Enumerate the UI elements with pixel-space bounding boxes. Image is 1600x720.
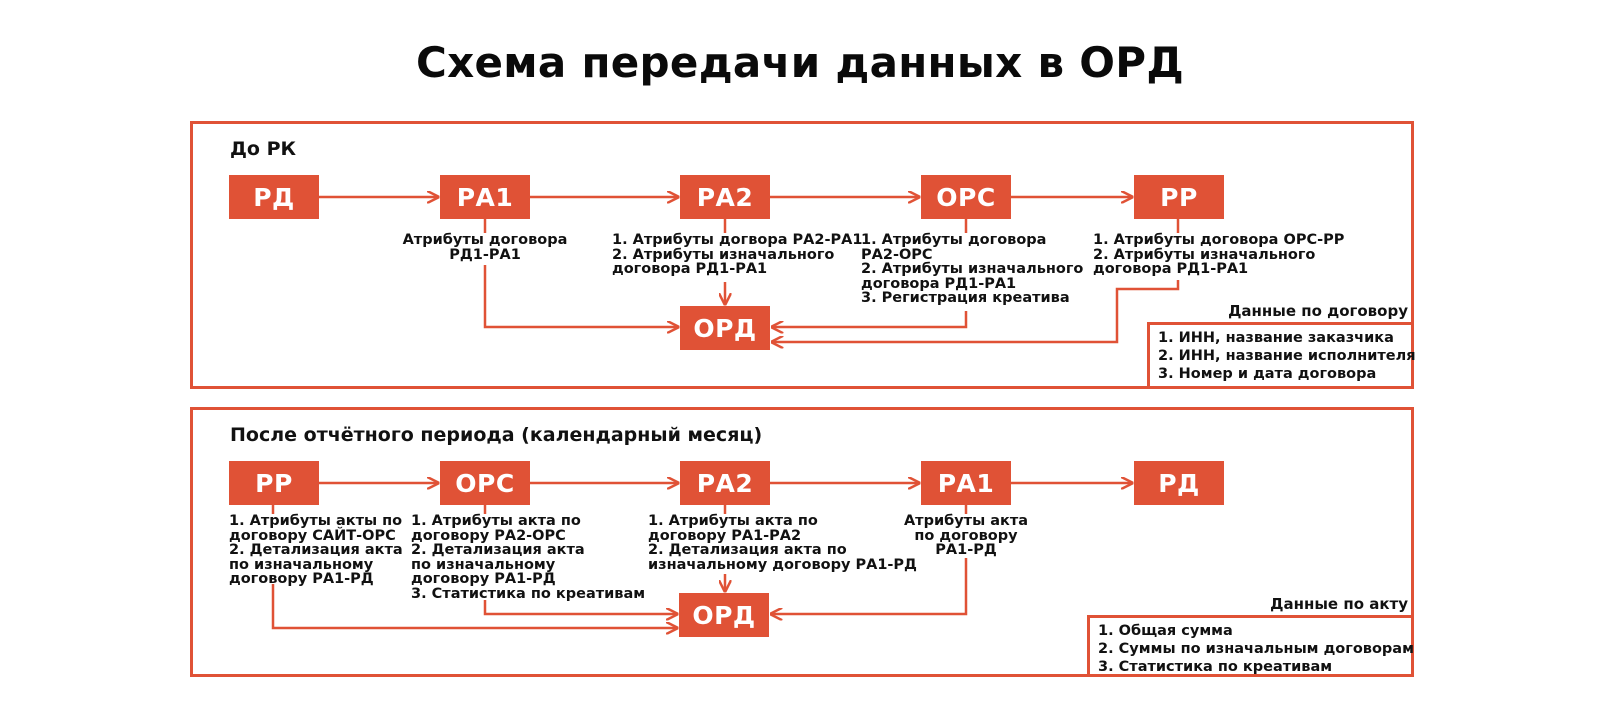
info-item: 3. Номер и дата договора bbox=[1158, 366, 1377, 382]
section-heading-before-campaign: До РК bbox=[230, 138, 297, 160]
node-ra2: РА2 bbox=[680, 175, 770, 219]
node-ra1: РА1 bbox=[921, 461, 1011, 505]
diagram-title: Схема передачи данных в ОРД bbox=[415, 38, 1185, 87]
node-ors: ОРС bbox=[921, 175, 1011, 219]
label-ra1-act-attrs: Атрибуты акта по договору РА1-РД bbox=[903, 513, 1029, 558]
section-after-reporting-period bbox=[190, 407, 1414, 677]
info-title-act-data: Данные по акту bbox=[1270, 595, 1408, 613]
node-rd: РД bbox=[229, 175, 319, 219]
node-ra1: РА1 bbox=[440, 175, 530, 219]
node-rd: РД bbox=[1134, 461, 1224, 505]
info-box-act-data: 1. Общая сумма 2. Суммы по изначальным д… bbox=[1087, 615, 1414, 677]
node-rr: РР bbox=[229, 461, 319, 505]
label-ra2-contract-attrs: 1. Атрибуты догвора РА2-РА1 2. Атрибуты … bbox=[612, 232, 863, 277]
node-ord: ОРД bbox=[680, 306, 770, 350]
section-heading-after-reporting-period: После отчётного периода (календарный мес… bbox=[230, 424, 763, 446]
info-item: 2. Суммы по изначальным договорам bbox=[1098, 641, 1414, 657]
info-box-contract-data: 1. ИНН, название заказчика 2. ИНН, назва… bbox=[1147, 322, 1416, 389]
label-rr-contract-attrs: 1. Атрибуты договора ОРС-РР 2. Атрибуты … bbox=[1093, 232, 1345, 277]
info-title-contract-data: Данные по договору bbox=[1228, 302, 1408, 320]
info-item: 1. ИНН, название заказчика bbox=[1158, 330, 1394, 346]
node-ors: ОРС bbox=[440, 461, 530, 505]
label-rr-act-attrs: 1. Атрибуты акты по договору САЙТ-ОРС 2.… bbox=[229, 513, 403, 587]
info-item: 1. Общая сумма bbox=[1098, 623, 1233, 639]
node-ra2: РА2 bbox=[680, 461, 770, 505]
section-before-campaign bbox=[190, 121, 1414, 389]
label-ra2-act-attrs: 1. Атрибуты акта по договору РА1-РА2 2. … bbox=[648, 513, 917, 573]
info-item: 2. ИНН, название исполнителя bbox=[1158, 348, 1416, 364]
label-ors-contract-attrs: 1. Атрибуты договора РА2-ОРС 2. Атрибуты… bbox=[861, 232, 1084, 306]
info-item: 3. Статистика по креативам bbox=[1098, 659, 1333, 675]
node-ord: ОРД bbox=[679, 593, 769, 637]
label-ors-act-attrs: 1. Атрибуты акта по договору РА2-ОРС 2. … bbox=[411, 513, 646, 602]
node-rr: РР bbox=[1134, 175, 1224, 219]
label-ra1-contract-attrs: Атрибуты договора РД1-РА1 bbox=[402, 232, 568, 263]
